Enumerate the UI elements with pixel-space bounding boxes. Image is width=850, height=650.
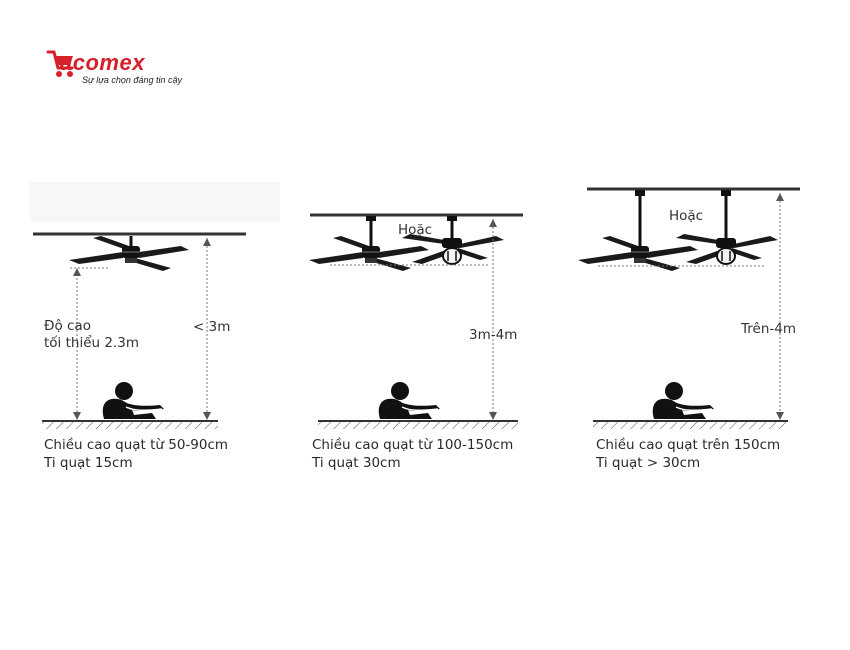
downrod-length-caption: Ti quạt 30cm — [312, 455, 401, 471]
ceiling-fan-icon — [308, 235, 430, 272]
sitting-person-icon — [378, 381, 441, 420]
arrow-down-icon — [489, 412, 497, 420]
sitting-person-icon — [652, 381, 715, 420]
ceiling-height-label: Trên-4m — [741, 321, 796, 337]
logo-wordmark: acomex — [60, 50, 145, 75]
fan-height-caption: Chiều cao quạt trên 150cm — [596, 437, 781, 453]
arrow-up-icon — [203, 238, 211, 246]
floor-hatch — [318, 422, 518, 429]
floor-hatch — [42, 422, 218, 429]
logo-tagline: Sự lựa chọn đáng tin cậy — [82, 75, 182, 85]
floor-hatch — [593, 422, 788, 429]
panel-high-ceiling — [577, 187, 800, 429]
sacomex-logo: acomex Sự lựa chọn đáng tin cậy — [46, 44, 206, 88]
fan-height-caption: Chiều cao quạt từ 50-90cm — [44, 437, 229, 453]
panel-caption: Chiều cao quạt từ 50-90cm Ti quạt 15cm — [44, 436, 228, 472]
arrow-down-icon — [73, 412, 81, 420]
fan-height-caption: Chiều cao quạt từ 100-150cm — [312, 437, 514, 453]
canopy — [635, 190, 645, 196]
ceiling-shadow — [30, 182, 280, 222]
ceiling-height-label: 3m-4m — [469, 327, 518, 343]
arrow-up-icon — [73, 268, 81, 276]
ceiling-fan-icon — [68, 235, 190, 272]
downrod-length-caption: Ti quạt > 30cm — [596, 455, 701, 471]
panel-caption: Chiều cao quạt trên 150cm Ti quạt > 30cm — [596, 436, 780, 472]
canopy — [447, 216, 457, 221]
downrod-length-caption: Ti quạt 15cm — [44, 455, 133, 471]
min-height-label: Độ cao tối thiểu 2.3m — [44, 318, 139, 352]
ceiling-height-label: < 3m — [193, 319, 231, 335]
arrow-up-icon — [776, 193, 784, 201]
min-height-label-line1: Độ cao — [44, 318, 91, 334]
or-label: Hoặc — [398, 222, 433, 238]
canopy — [721, 190, 731, 196]
panel-medium-ceiling — [308, 213, 523, 429]
panel-caption: Chiều cao quạt từ 100-150cm Ti quạt 30cm — [312, 436, 513, 472]
canopy — [366, 216, 376, 221]
arrow-up-icon — [489, 219, 497, 227]
or-label: Hoặc — [669, 208, 704, 224]
min-height-label-line2: tối thiểu 2.3m — [44, 335, 139, 351]
panel-low-ceiling — [30, 182, 280, 429]
shopping-cart-icon — [46, 50, 74, 77]
sitting-person-icon — [102, 381, 165, 420]
arrow-down-icon — [776, 412, 784, 420]
arrow-down-icon — [203, 412, 211, 420]
